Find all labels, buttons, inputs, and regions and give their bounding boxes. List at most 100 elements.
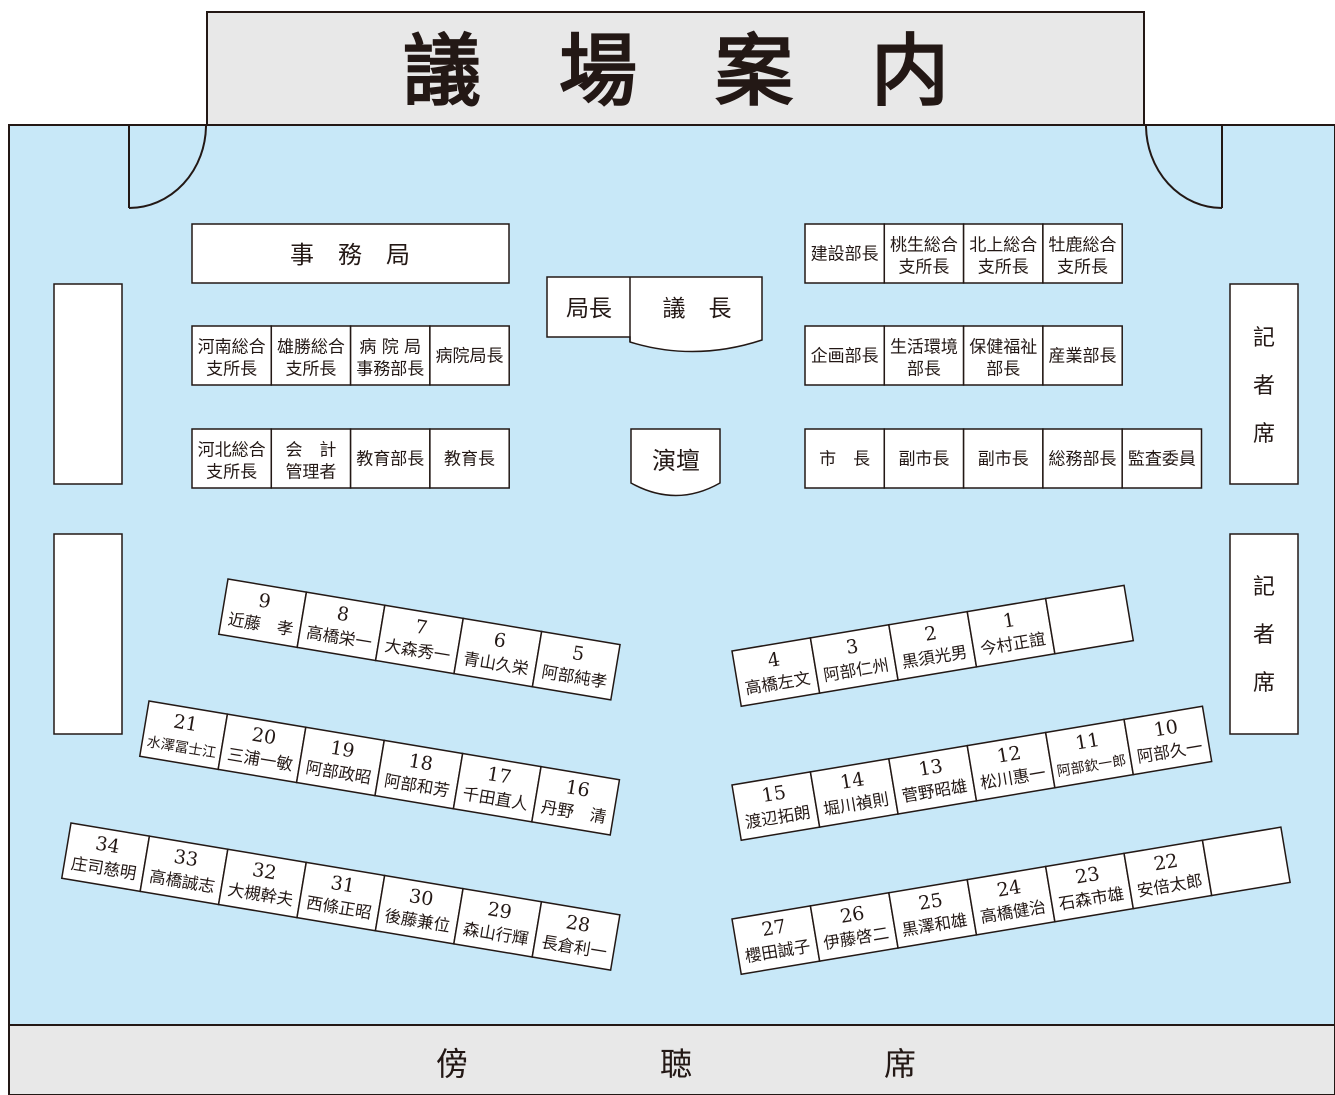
member-seat-number: 9 — [257, 589, 273, 613]
member-seat-vacant — [1201, 826, 1291, 897]
svg-text:席: 席 — [1253, 422, 1275, 447]
staff-seat-label: 雄勝総合 — [277, 338, 345, 358]
member-seat-number: 28 — [564, 911, 591, 937]
member-seat-number: 5 — [570, 642, 586, 666]
member-seat-number: 22 — [1152, 850, 1179, 876]
staff-seat-label: 会 計 — [285, 441, 336, 461]
door-right[interactable] — [1145, 124, 1223, 209]
staff-seat-right-b-1: 企画部長 — [804, 325, 886, 386]
svg-text:席: 席 — [1253, 671, 1275, 696]
staff-seat-label: 建設部長 — [811, 245, 879, 265]
staff-seat-label: 監査委員 — [1128, 450, 1196, 470]
member-seat-number: 19 — [329, 737, 356, 763]
staff-seat-label: 支所長 — [898, 258, 949, 278]
member-seat-number: 29 — [486, 898, 513, 924]
staff-seat-label: 産業部長 — [1049, 347, 1117, 367]
member-seat-number: 12 — [995, 742, 1022, 768]
door-left[interactable] — [128, 124, 207, 209]
member-seat-number: 10 — [1152, 716, 1179, 742]
member-seat-number: 32 — [251, 859, 278, 885]
staff-seat-label: 副市長 — [898, 450, 949, 470]
member-seat-number: 1 — [1001, 609, 1017, 633]
member-seat-number: 16 — [564, 776, 591, 802]
member-seat-number: 18 — [407, 750, 434, 776]
staff-seat-label: 支所長 — [1057, 258, 1108, 278]
press-seat-upper: 記 者 席 — [1229, 283, 1299, 485]
speaker-desk: 局長 議 長 — [546, 276, 763, 353]
staff-seat-label: 病院局長 — [436, 347, 504, 367]
staff-seat-label: 管理者 — [285, 463, 336, 483]
title-banner — [206, 11, 1145, 126]
staff-seat-label: 河南総合 — [198, 338, 266, 358]
staff-seat-label: 部長 — [986, 360, 1020, 380]
staff-seat-label: 北上総合 — [969, 236, 1037, 256]
staff-seat-right-c-1: 市 長 — [804, 428, 886, 489]
member-seat-9: 9近藤 孝 — [217, 578, 308, 649]
member-seat-number: 21 — [172, 710, 199, 736]
side-bench-left-lower — [53, 533, 123, 735]
staff-seat-label: 河北総合 — [198, 441, 266, 461]
podium: 演壇 — [630, 428, 721, 497]
staff-seat-label: 事務部長 — [356, 360, 424, 380]
member-seat-number: 23 — [1074, 863, 1101, 889]
press-seat-lower: 記 者 席 — [1229, 533, 1299, 735]
staff-seat-left-b-4: 教育長 — [429, 428, 510, 489]
public-gallery: 傍 聴 席 — [8, 1024, 1335, 1095]
member-seat-number: 3 — [844, 635, 860, 659]
staff-seat-left-b-3: 教育部長 — [349, 428, 431, 489]
svg-text:者: 者 — [1253, 374, 1275, 399]
member-seat-number: 24 — [995, 876, 1022, 902]
staff-seat-right-c-4: 総務部長 — [1042, 428, 1123, 489]
director-label: 局長 — [566, 296, 612, 322]
staff-seat-right-c-3: 副市長 — [962, 428, 1044, 489]
svg-text:者: 者 — [1253, 623, 1275, 648]
staff-seat-label: 教育部長 — [356, 450, 424, 470]
member-seat-number: 11 — [1074, 729, 1101, 755]
staff-seat-right-a-1: 建設部長 — [804, 223, 886, 284]
member-seat-number: 7 — [414, 616, 430, 640]
svg-text:聴: 聴 — [660, 1045, 692, 1083]
member-seat-number: 33 — [172, 846, 199, 872]
staff-seat-label: 生活環境 — [890, 338, 958, 358]
secretariat-desk: 事 務 局 — [191, 223, 510, 284]
page-title: 議 場 案 内 — [403, 27, 949, 117]
member-seat-number: 13 — [917, 755, 944, 781]
member-seat-number: 6 — [492, 629, 508, 653]
member-seat-number: 25 — [917, 889, 944, 915]
member-seat-number: 17 — [485, 763, 512, 789]
staff-seat-label: 副市長 — [978, 450, 1029, 470]
staff-seat-label: 桃生総合 — [890, 236, 958, 256]
member-seat-number: 31 — [329, 872, 356, 898]
member-seat-number: 34 — [94, 832, 121, 858]
